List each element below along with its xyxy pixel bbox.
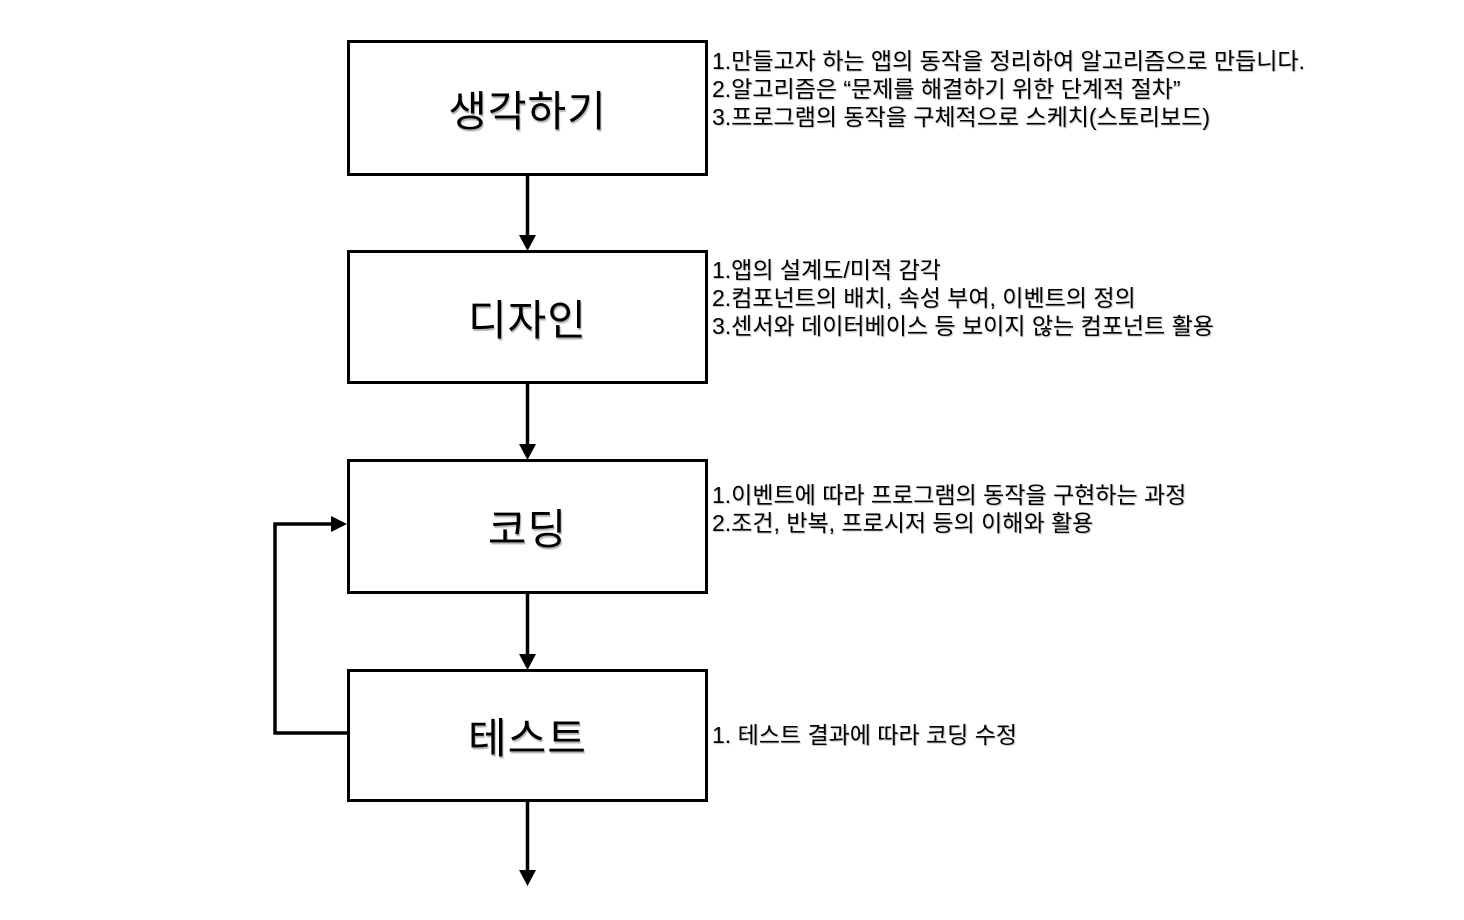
- note-line: 3.센서와 데이터베이스 등 보이지 않는 컴포넌트 활용: [712, 313, 1214, 339]
- note-line: 1.만들고자 하는 앱의 동작을 정리하여 알고리즘으로 만듭니다.: [712, 48, 1305, 74]
- flow-box-label: 생각하기: [448, 87, 607, 135]
- flow-box-label: 코딩: [487, 506, 568, 553]
- note-list-coding: 1.이벤트에 따라 프로그램의 동작을 구현하는 과정 2.조건, 반복, 프로…: [712, 481, 1186, 537]
- note-line: 1. 테스트 결과에 따라 코딩 수정: [712, 722, 1018, 748]
- flow-box-test: 테스트: [347, 669, 708, 802]
- note-line: 1.이벤트에 따라 프로그램의 동작을 구현하는 과정: [712, 482, 1187, 508]
- note-list-thinking: 1.만들고자 하는 앱의 동작을 정리하여 알고리즘으로 만듭니다. 2.알고리…: [712, 47, 1305, 131]
- flow-box-label: 디자인: [468, 296, 587, 344]
- note-line: 2.컴포넌트의 배치, 속성 부여, 이벤트의 정의: [712, 285, 1136, 311]
- flow-box-label: 테스트: [468, 715, 587, 762]
- note-line: 2.알고리즘은 “문제를 해결하기 위한 단계적 절차”: [712, 76, 1181, 102]
- note-list-test: 1. 테스트 결과에 따라 코딩 수정: [712, 721, 1017, 749]
- note-list-design: 1.앱의 설계도/미적 감각 2.컴포넌트의 배치, 속성 부여, 이벤트의 정…: [712, 256, 1214, 340]
- note-line: 3.프로그램의 동작을 구체적으로 스케치(스토리보드): [712, 104, 1211, 130]
- arrowhead-test-exit: [519, 870, 536, 886]
- note-line: 1.앱의 설계도/미적 감각: [712, 257, 941, 283]
- flow-box-thinking: 생각하기: [347, 40, 708, 176]
- note-line: 2.조건, 반복, 프로시저 등의 이해와 활용: [712, 510, 1094, 536]
- arrowhead-design-to-coding: [519, 444, 536, 460]
- feedback-loop-test-to-coding: [273, 522, 348, 735]
- arrowhead-feedback-to-coding: [331, 516, 347, 532]
- arrowhead-coding-to-test: [519, 654, 536, 670]
- flow-box-coding: 코딩: [347, 459, 708, 594]
- arrowhead-thinking-to-design: [519, 235, 536, 251]
- flow-box-design: 디자인: [347, 250, 708, 384]
